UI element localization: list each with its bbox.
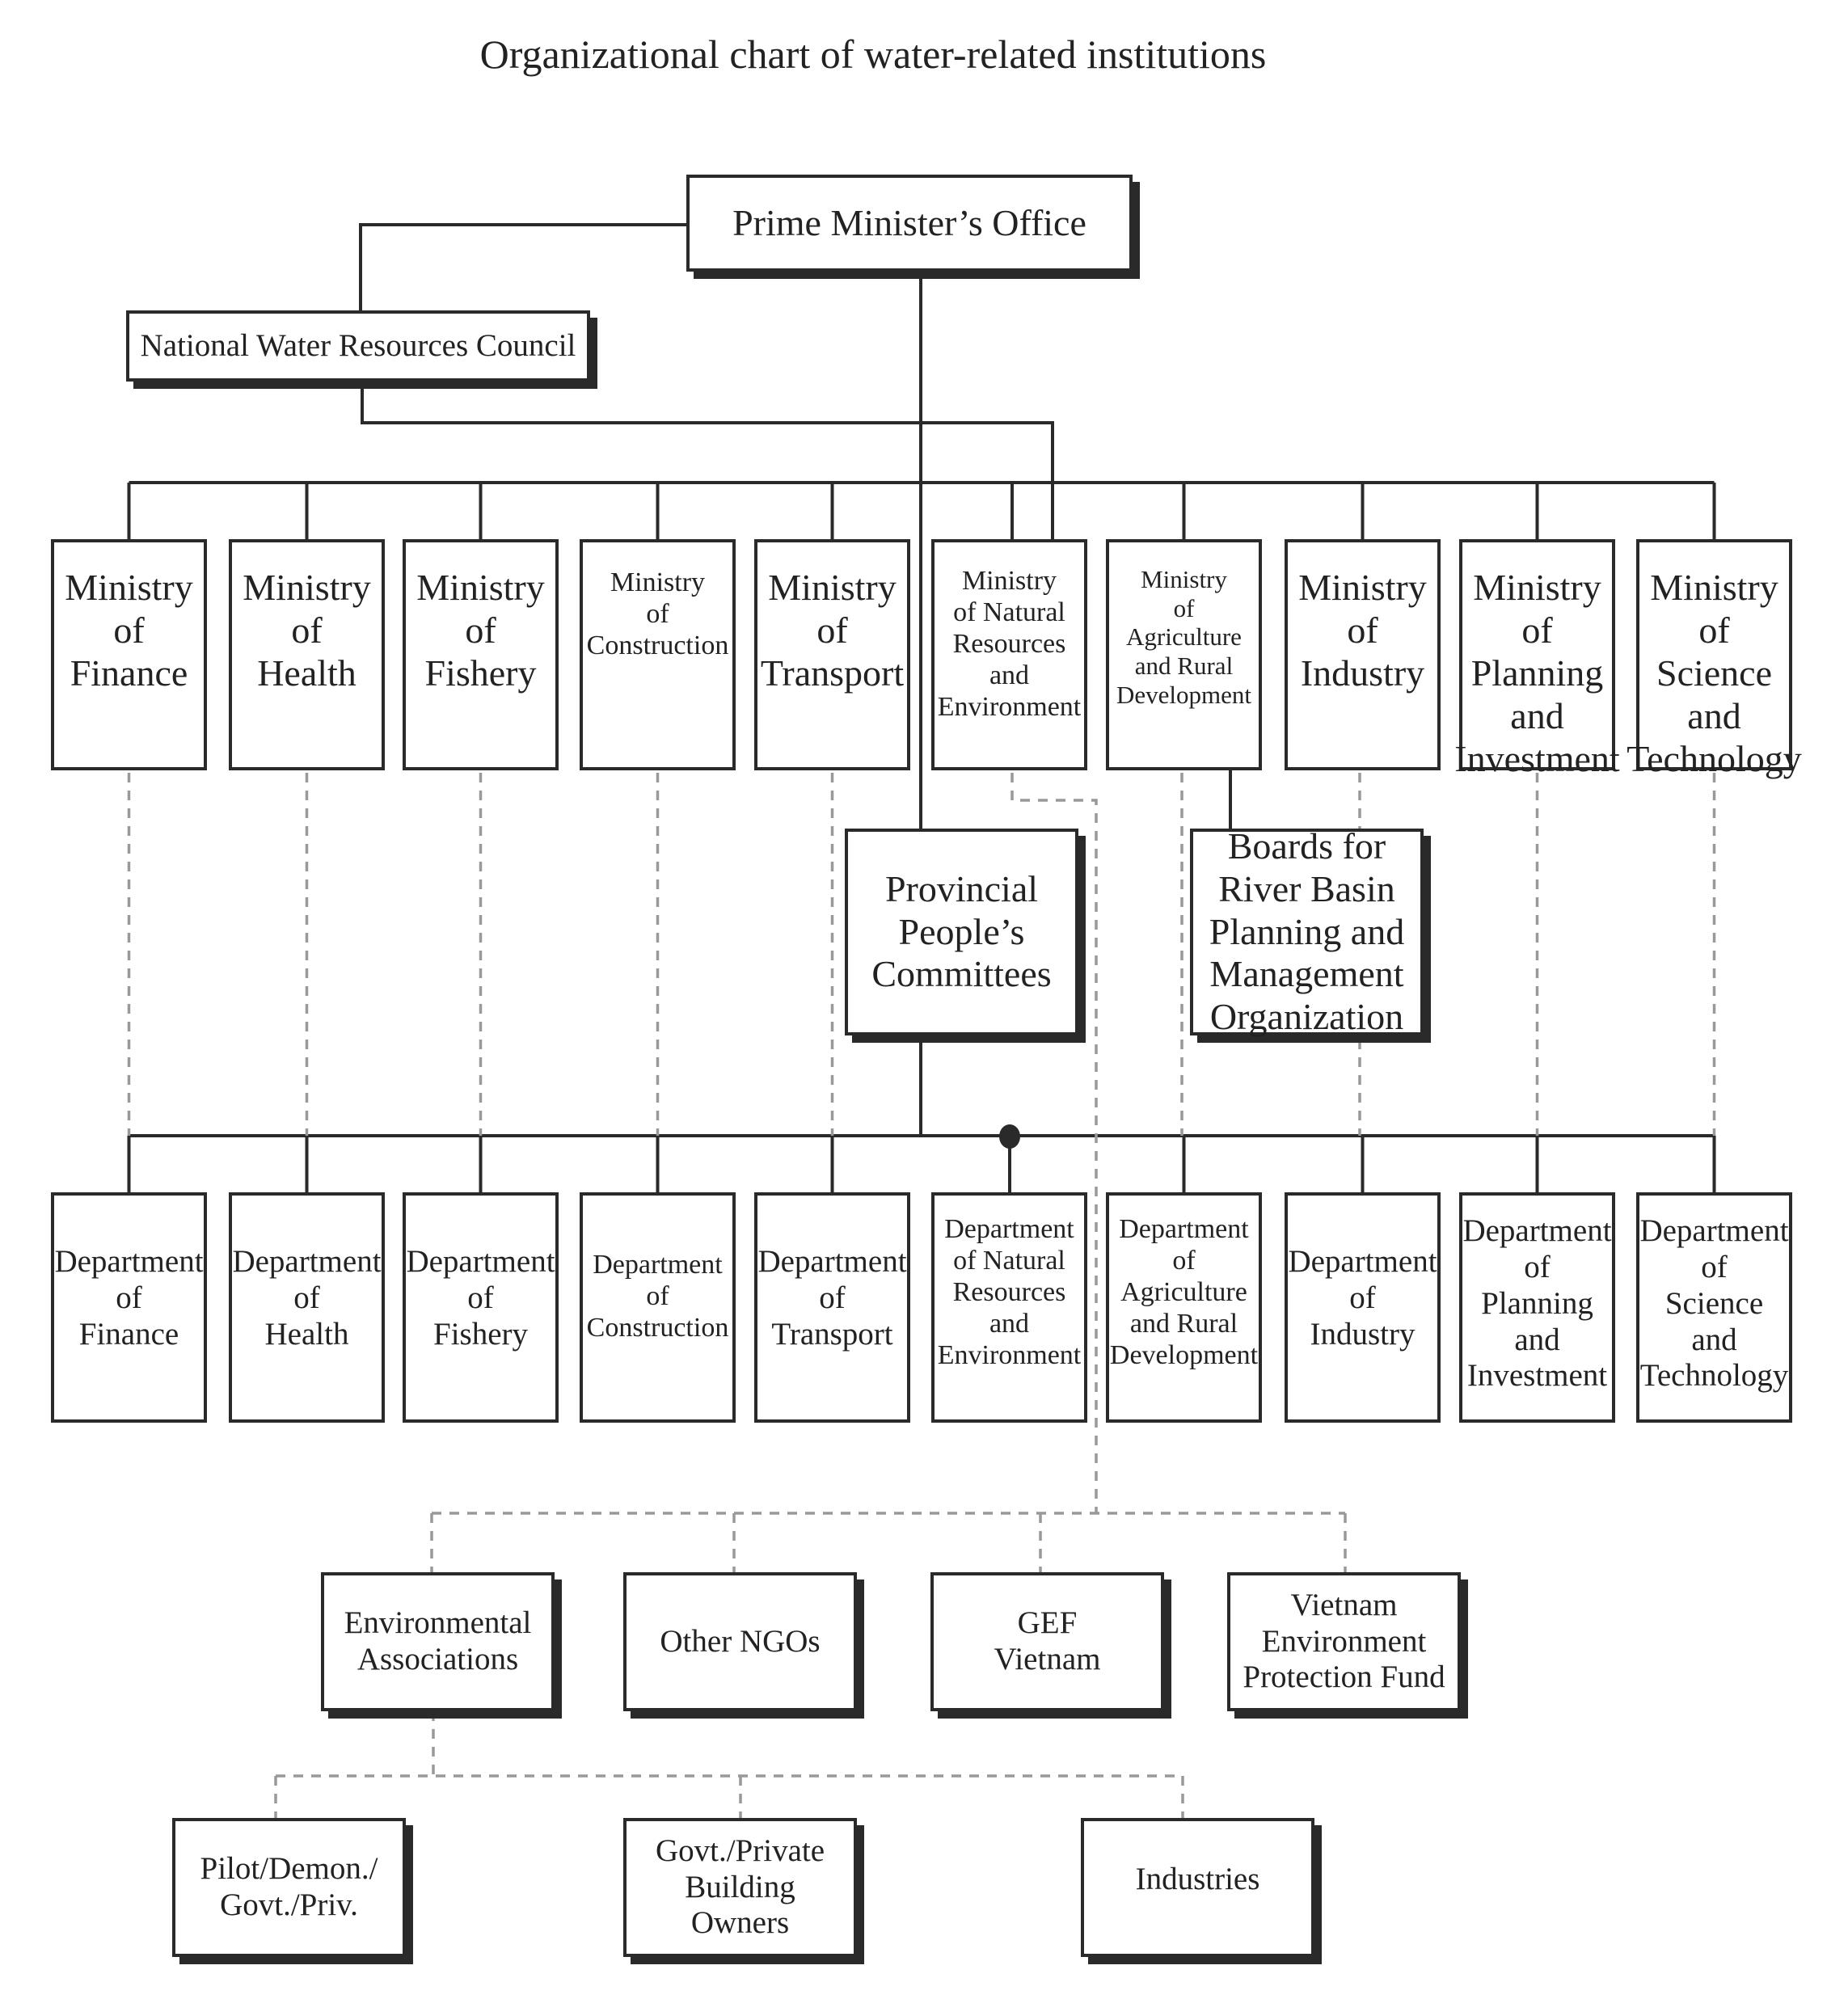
ministry-finance-box[interactable]: Ministry of Finance (51, 539, 207, 770)
department-construction-label: Department of Construction (586, 1250, 729, 1343)
national-water-council-box[interactable]: National Water Resources Council (126, 310, 590, 382)
department-transport-label: Department of Transport (757, 1244, 907, 1352)
ministry-science-and-technology-label: Ministry of Science and Technology (1626, 567, 1802, 779)
ministry-transport-label: Ministry of Transport (760, 567, 905, 694)
junction-dot (999, 1124, 1020, 1149)
department-fishery-box[interactable]: Department of Fishery (403, 1192, 559, 1423)
department-finance-box[interactable]: Department of Finance (51, 1192, 207, 1423)
ministry-natural-resources-and-environment-label: Ministry of Natural Resources and Enviro… (937, 566, 1082, 723)
ministry-planning-and-investment-box[interactable]: Ministry of Planning and Investment (1454, 539, 1620, 779)
river-basin-boards-label: Boards for River Basin Planning and Mana… (1209, 825, 1405, 1038)
chart-title: Organizational chart of water-related in… (479, 32, 1267, 77)
ngo-other-ngos-label: Other NGOs (660, 1623, 821, 1659)
ministry-science-and-technology-box[interactable]: Ministry of Science and Technology (1626, 539, 1802, 779)
stakeholder-pilot-demon-govt-priv-box[interactable]: Pilot/Demon./ Govt./Priv. (172, 1818, 406, 1957)
prime-minister-office-box[interactable]: Prime Minister’s Office (686, 175, 1133, 272)
ministry-industry-box[interactable]: Ministry of Industry (1285, 539, 1441, 770)
department-health-box[interactable]: Department of Health (229, 1192, 385, 1423)
department-science-and-technology-box[interactable]: Department of Science and Technology (1636, 1192, 1792, 1423)
provincial-committees-box[interactable]: Provincial People’s Committees (845, 829, 1078, 1035)
department-agriculture-and-rural-development-label: Department of Agriculture and Rural Deve… (1109, 1214, 1259, 1371)
provincial-committees-label: Provincial People’s Committees (871, 867, 1052, 995)
department-industry-label: Department of Industry (1288, 1244, 1437, 1352)
ngo-gef-vietnam-box[interactable]: GEF Vietnam (930, 1572, 1164, 1711)
department-natural-resources-and-environment-box[interactable]: Department of Natural Resources and Envi… (931, 1192, 1087, 1423)
stakeholder-govt-private-building-owners-box[interactable]: Govt./Private Building Owners (623, 1818, 857, 1957)
ministry-natural-resources-and-environment-box[interactable]: Ministry of Natural Resources and Enviro… (931, 539, 1087, 770)
department-science-and-technology-label: Department of Science and Technology (1639, 1213, 1789, 1394)
stakeholder-industries-label: Industries (1135, 1862, 1260, 1896)
department-fishery-label: Department of Fishery (406, 1244, 555, 1352)
stakeholder-industries-box[interactable]: Industries (1081, 1818, 1314, 1957)
river-basin-boards-box[interactable]: Boards for River Basin Planning and Mana… (1190, 825, 1424, 1037)
ministry-fishery-label: Ministry of Fishery (416, 567, 545, 694)
ministry-finance-label: Ministry of Finance (65, 567, 193, 694)
ngo-vietnam-environment-protection-fund-box[interactable]: Vietnam Environment Protection Fund (1227, 1572, 1461, 1711)
ministry-health-box[interactable]: Ministry of Health (229, 539, 385, 770)
council-to-natural-resources-line (361, 382, 1054, 539)
department-planning-and-investment-box[interactable]: Department of Planning and Investment (1459, 1192, 1615, 1423)
department-industry-box[interactable]: Department of Industry (1285, 1192, 1441, 1423)
pm-to-council-line (359, 223, 686, 310)
ministry-fishery-box[interactable]: Ministry of Fishery (403, 539, 559, 770)
department-health-label: Department of Health (232, 1244, 382, 1352)
ministry-construction-box[interactable]: Ministry of Construction (580, 539, 736, 770)
ngo-environmental-associations-label: Environmental Associations (344, 1605, 532, 1676)
national-water-council-label: National Water Resources Council (140, 327, 576, 363)
ministry-industry-label: Ministry of Industry (1298, 567, 1427, 694)
department-planning-and-investment-label: Department of Planning and Investment (1462, 1213, 1612, 1394)
department-transport-box[interactable]: Department of Transport (754, 1192, 910, 1423)
department-agriculture-and-rural-development-box[interactable]: Department of Agriculture and Rural Deve… (1106, 1192, 1262, 1423)
department-finance-label: Department of Finance (54, 1244, 204, 1352)
ministry-planning-and-investment-label: Ministry of Planning and Investment (1454, 567, 1620, 779)
ministry-agriculture-and-rural-development-box[interactable]: Ministry of Agriculture and Rural Develo… (1106, 539, 1262, 770)
ngo-environmental-associations-box[interactable]: Environmental Associations (321, 1572, 555, 1711)
department-natural-resources-and-environment-label: Department of Natural Resources and Envi… (937, 1214, 1082, 1371)
ministry-agriculture-and-rural-development-label: Ministry of Agriculture and Rural Develo… (1116, 565, 1251, 709)
prime-minister-office-label: Prime Minister’s Office (732, 201, 1086, 243)
ngo-gef-vietnam-label: GEF Vietnam (994, 1605, 1101, 1676)
ngo-other-ngos-box[interactable]: Other NGOs (623, 1572, 857, 1711)
natural-resources-to-ngo-dashed-line (1010, 773, 1098, 1513)
stakeholder-govt-private-building-owners-label: Govt./Private Building Owners (655, 1833, 825, 1941)
ngo-vietnam-environment-protection-fund-label: Vietnam Environment Protection Fund (1243, 1587, 1445, 1695)
ministry-transport-box[interactable]: Ministry of Transport (754, 539, 910, 770)
ministry-health-label: Ministry of Health (243, 567, 371, 694)
department-construction-box[interactable]: Department of Construction (580, 1192, 736, 1423)
ministry-construction-label: Ministry of Construction (586, 567, 729, 661)
stakeholder-pilot-demon-govt-priv-label: Pilot/Demon./ Govt./Priv. (200, 1851, 378, 1922)
